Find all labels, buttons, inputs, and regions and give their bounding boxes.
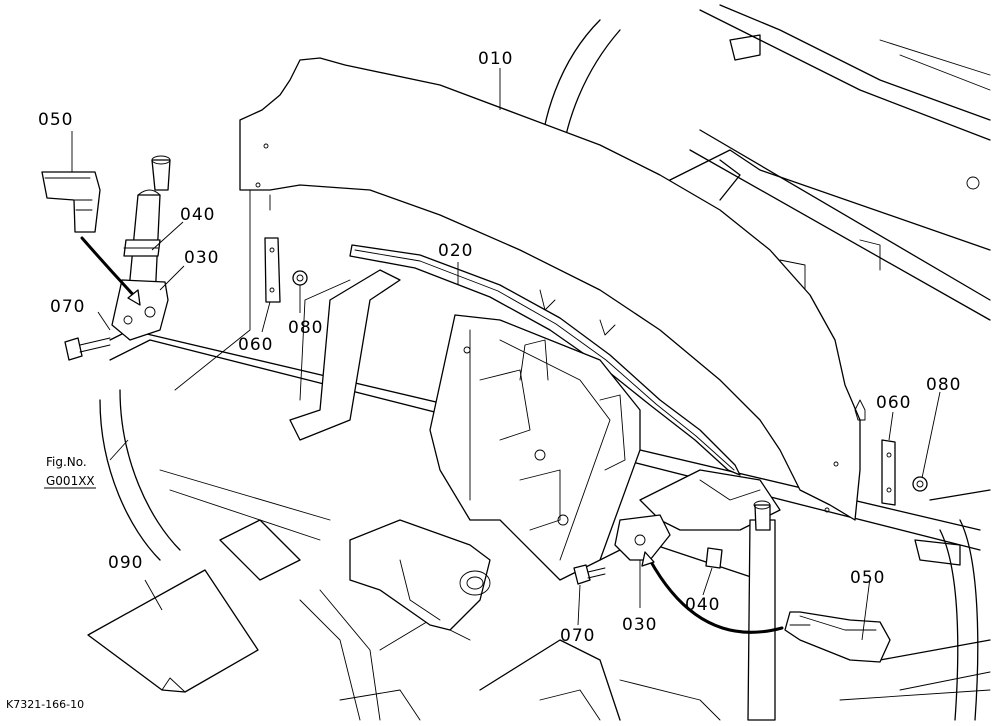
steering-shaft	[127, 155, 776, 721]
plate-part-030-left	[111, 279, 169, 341]
stay-part-060-left	[264, 237, 281, 303]
leader-lines	[71, 68, 941, 641]
callout-050-right: 050	[850, 568, 885, 588]
dash-panel-part-010	[174, 57, 866, 521]
callout-090: 090	[108, 553, 143, 573]
callout-050-left: 050	[38, 110, 73, 130]
callout-070-left: 070	[50, 297, 85, 317]
bolt-part-070-right	[573, 564, 606, 585]
callout-080-right: 080	[926, 375, 961, 395]
clip-part-040-left	[123, 239, 161, 257]
bracket-part-050-right	[784, 611, 891, 663]
fig-ref-line2: G001XX	[46, 474, 95, 488]
nut-part-080-left	[292, 270, 308, 286]
callout-040-right: 040	[685, 595, 720, 615]
clip-part-040-right	[705, 547, 723, 569]
plate-part-030-right	[614, 514, 671, 561]
chassis-frame	[99, 4, 991, 721]
fig-ref-line1: Fig.No.	[46, 455, 87, 469]
callout-060-right: 060	[876, 393, 911, 413]
diagram-code: K7321-166-10	[6, 698, 84, 711]
bolt-part-070-left	[64, 337, 111, 361]
trim-strip-part-020	[349, 244, 741, 476]
callout-070-right: 070	[560, 626, 595, 646]
callout-010: 010	[478, 49, 513, 69]
callout-020: 020	[438, 241, 473, 261]
assembly-arrowhead-right	[641, 551, 655, 567]
callout-030-left: 030	[184, 248, 219, 268]
assembly-arrow-right	[648, 558, 784, 634]
label-sheet-part-090	[87, 569, 259, 693]
callout-080-left: 080	[288, 318, 323, 338]
bracket-part-050-left	[41, 171, 101, 233]
stay-part-060-right	[881, 439, 896, 506]
inner-brackets	[289, 269, 781, 631]
callout-040-left: 040	[180, 205, 215, 225]
callout-060-left: 060	[238, 335, 273, 355]
callout-030-right: 030	[622, 615, 657, 635]
nut-part-080-right	[912, 476, 928, 492]
assembly-arrowhead-left	[127, 289, 141, 306]
